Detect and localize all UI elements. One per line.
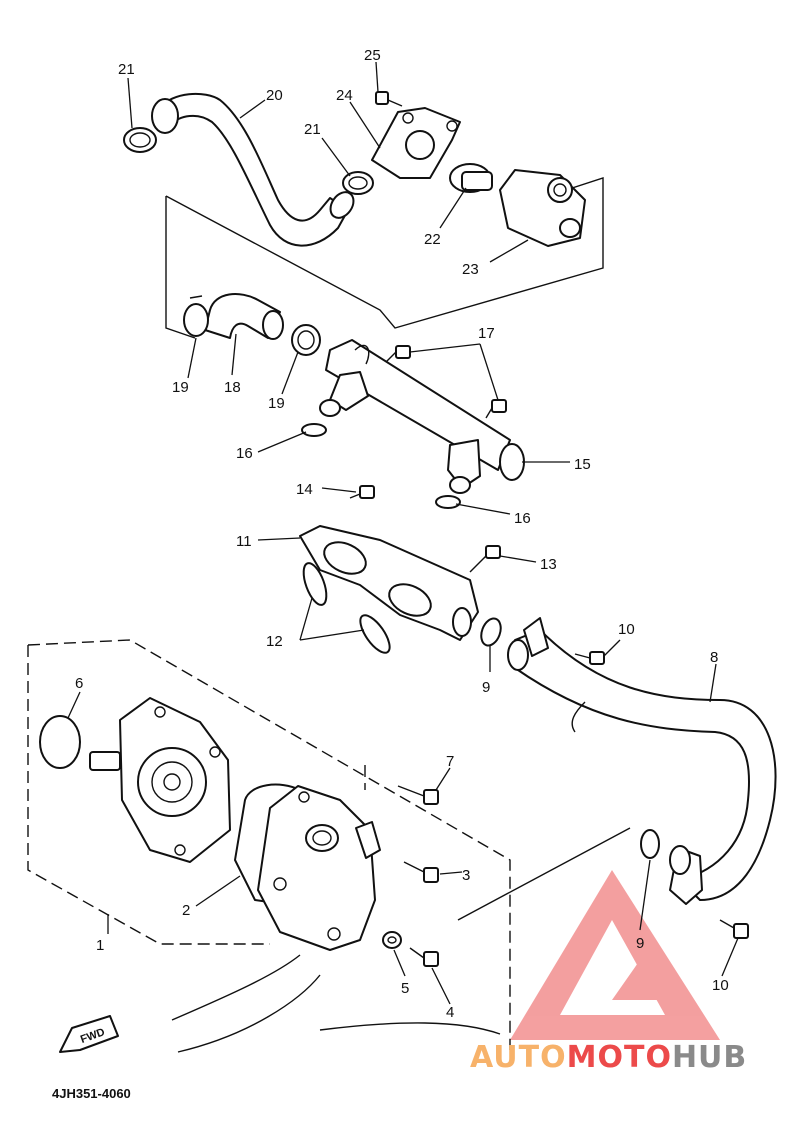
part-22-thermostat <box>449 163 493 193</box>
callout-8: 8 <box>710 649 718 666</box>
callout-labels: 1 2 3 4 5 6 7 8 9 9 10 10 11 12 13 14 15… <box>75 47 729 1021</box>
part-17-bolt-2 <box>485 399 507 419</box>
diagram-part-number: 4JH351-4060 <box>52 1086 131 1101</box>
part-11-manifold <box>299 525 479 641</box>
part-21-clamp <box>123 127 157 153</box>
callout-10b: 10 <box>712 977 729 994</box>
part-19-clamp-2 <box>291 324 321 356</box>
part-7-bolt <box>397 785 439 805</box>
engine-case-outline <box>171 954 501 1053</box>
part-13-bolt <box>469 545 501 573</box>
watermark-auto: AUTO <box>470 1040 567 1075</box>
watermark-logo-icon <box>510 870 720 1040</box>
part-20-hose <box>151 92 355 247</box>
part-5-washer <box>382 931 402 949</box>
part-23-thermostat-housing <box>499 169 586 247</box>
part-15-water-pipe <box>319 339 525 494</box>
callout-3: 3 <box>462 867 470 884</box>
callout-16: 16 <box>236 445 253 462</box>
callout-14: 14 <box>296 481 313 498</box>
part-9-o-ring <box>480 617 502 647</box>
part-1-pump-cover <box>257 785 381 951</box>
callout-1: 1 <box>96 937 104 954</box>
callout-5: 5 <box>401 980 409 997</box>
callout-16b: 16 <box>514 510 531 527</box>
callout-9: 9 <box>482 679 490 696</box>
part-10-bolt <box>574 651 605 665</box>
callout-4: 4 <box>446 1004 454 1021</box>
part-8-water-pipe <box>507 617 777 905</box>
part-6-o-ring <box>39 715 81 769</box>
callout-19: 19 <box>172 379 189 396</box>
callout-15: 15 <box>574 456 591 473</box>
callout-7: 7 <box>446 753 454 770</box>
callout-11: 11 <box>236 533 252 550</box>
part-10-bolt-2 <box>719 919 749 939</box>
leader-lines <box>67 61 739 1005</box>
thermostat-group-frame <box>165 196 196 339</box>
part-18-elbow-hose <box>204 293 284 340</box>
callout-18: 18 <box>224 379 241 396</box>
callout-21b: 21 <box>304 121 321 138</box>
callout-23: 23 <box>462 261 479 278</box>
part-12-gasket <box>302 562 328 606</box>
watermark-text: AUTOMOTOHUB <box>470 1040 747 1075</box>
callout-9b: 9 <box>636 935 644 952</box>
part-14-bolt <box>349 485 375 499</box>
part-17-bolt <box>385 345 411 363</box>
part-19-clamp <box>183 295 209 337</box>
part-21-clamp-2 <box>342 171 374 195</box>
callout-13: 13 <box>540 556 557 573</box>
callout-10: 10 <box>618 621 635 638</box>
callout-17: 17 <box>478 325 495 342</box>
part-16-o-ring-2 <box>435 495 461 509</box>
part-25-bolt <box>375 91 403 107</box>
part-12-gasket-2 <box>359 614 391 654</box>
callout-20: 20 <box>266 87 283 104</box>
callout-22: 22 <box>424 231 441 248</box>
callout-24: 24 <box>336 87 353 104</box>
watermark-moto: MOTO <box>566 1040 672 1075</box>
callout-6: 6 <box>75 675 83 692</box>
callout-25: 25 <box>364 47 381 64</box>
part-water-pump-impeller <box>89 697 231 863</box>
part-4-bolt <box>409 947 439 967</box>
fwd-arrow-icon: FWD <box>59 1015 119 1053</box>
water-pump-group-frame <box>27 639 511 1050</box>
callout-2: 2 <box>182 902 190 919</box>
part-3-bolt <box>403 861 439 883</box>
part-16-o-ring <box>301 423 327 437</box>
part-9-o-ring-2 <box>640 829 660 859</box>
callout-21: 21 <box>118 61 135 78</box>
watermark-hub: HUB <box>671 1040 748 1075</box>
callout-19b: 19 <box>268 395 285 412</box>
callout-12: 12 <box>266 633 283 650</box>
part-24-thermostat-cover <box>371 107 461 179</box>
